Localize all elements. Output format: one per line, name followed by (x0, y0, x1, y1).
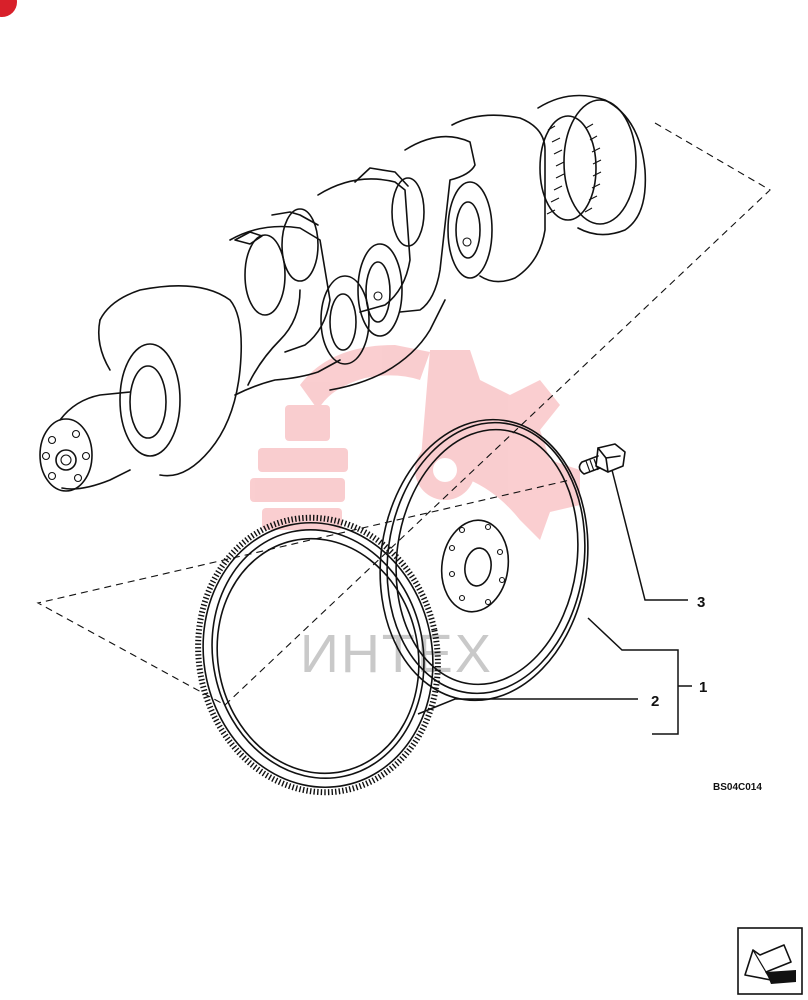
callout-2: 2 (651, 693, 659, 710)
figure-code: BS04C014 (713, 782, 762, 793)
leader-line-1-upper (587, 617, 679, 735)
next-page-arrow-icon (744, 944, 796, 984)
corner-badge (0, 0, 17, 17)
leader-line-2 (417, 698, 638, 715)
ring-gear-illustration (195, 514, 441, 796)
callout-3: 3 (697, 594, 705, 611)
watermark-text: ИНТЕХ (300, 624, 493, 684)
leader-line-3 (611, 469, 688, 601)
next-page-button[interactable] (737, 927, 803, 995)
bolt-illustration (578, 443, 626, 475)
crankshaft-illustration (39, 94, 647, 492)
watermark (250, 345, 580, 540)
callout-1: 1 (699, 679, 707, 696)
